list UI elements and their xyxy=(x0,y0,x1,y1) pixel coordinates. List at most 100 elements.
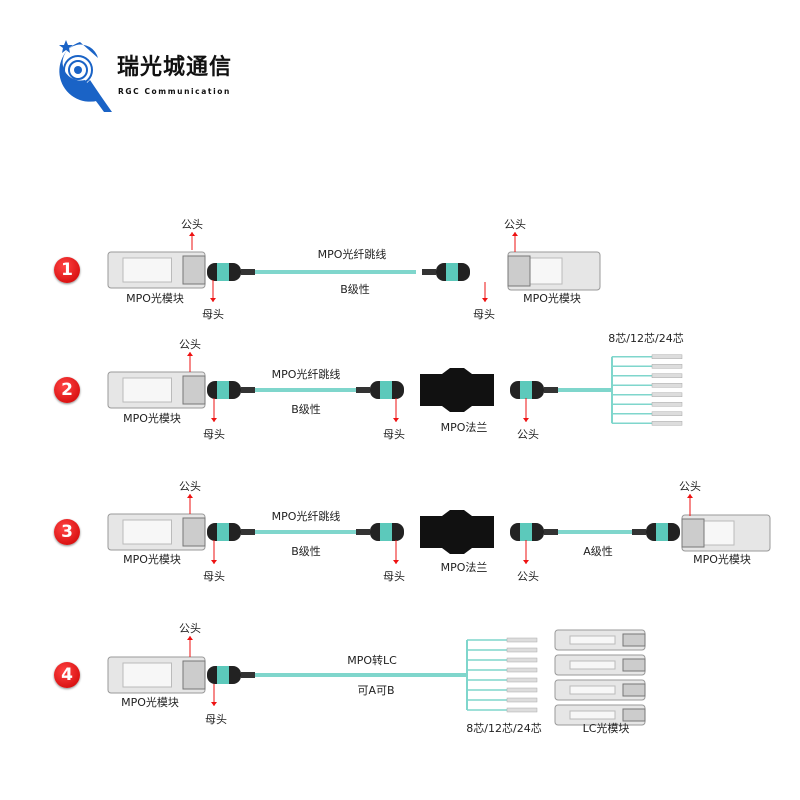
brand-name: 瑞光城通信 xyxy=(117,55,233,80)
connector-band xyxy=(217,381,229,399)
connector-band xyxy=(520,381,532,399)
connector-boot xyxy=(241,672,255,678)
polarity-label: B级性 xyxy=(291,403,321,416)
step-number-3: 3 xyxy=(54,519,80,545)
male-label: 公头 xyxy=(181,218,203,231)
arrow-head-icon xyxy=(210,298,216,302)
connector-band xyxy=(446,263,458,281)
female-label: 母头 xyxy=(473,308,495,321)
mpo-connector-icon xyxy=(422,263,470,281)
mpo-connector-icon xyxy=(510,523,558,541)
lc-connector-icon xyxy=(651,411,683,416)
fanout-label: 8芯/12芯/24芯 xyxy=(608,332,684,345)
polarity-label: A级性 xyxy=(583,545,613,558)
module-port xyxy=(182,375,206,405)
lc-connector-icon xyxy=(506,697,538,703)
connector-band xyxy=(520,523,532,541)
connector-band xyxy=(217,263,229,281)
male-label: 公头 xyxy=(517,570,539,583)
female-label: 母头 xyxy=(203,570,225,583)
lc-connector-icon xyxy=(651,421,683,426)
mpo-connector-icon xyxy=(207,263,255,281)
module-label-plate xyxy=(569,710,616,720)
mpo-connector-icon xyxy=(510,381,558,399)
lc-connector-icon xyxy=(506,707,538,713)
connector-boot xyxy=(241,387,255,393)
lc-module-label: LC光模块 xyxy=(582,722,630,735)
module-label-plate xyxy=(569,660,616,670)
module-port xyxy=(681,518,705,548)
polarity-label: 可A可B xyxy=(357,684,395,697)
female-label: 母头 xyxy=(383,570,405,583)
connector-boot xyxy=(356,529,370,535)
transceiver-module-icon xyxy=(554,679,646,701)
transceiver-module-icon xyxy=(554,704,646,726)
connector-boot xyxy=(544,529,558,535)
male-label: 公头 xyxy=(179,338,201,351)
connector-boot xyxy=(356,387,370,393)
mpo-connector-icon xyxy=(207,666,255,684)
female-label: 母头 xyxy=(202,308,224,321)
lc-connector-icon xyxy=(651,392,683,397)
lc-connector-icon xyxy=(651,364,683,369)
lc-connector-icon xyxy=(651,383,683,388)
module-port xyxy=(622,708,646,722)
lc-connector-icon xyxy=(651,354,683,359)
cable-label: MPO光纤跳线 xyxy=(317,248,387,261)
step-number-2: 2 xyxy=(54,377,80,403)
cable-label: MPO光纤跳线 xyxy=(271,510,341,523)
brand-subtitle: RGC Communication xyxy=(118,87,231,96)
connector-band xyxy=(380,523,392,541)
arrow-head-icon xyxy=(512,232,518,236)
connector-band xyxy=(656,523,668,541)
lc-connector-icon xyxy=(506,687,538,693)
connector-boot xyxy=(544,387,558,393)
arrow-head-icon xyxy=(687,494,693,498)
cable-label: MPO转LC xyxy=(347,654,397,667)
male-label: 公头 xyxy=(179,480,201,493)
module-label-plate xyxy=(122,519,172,545)
mpo-connector-icon xyxy=(356,523,404,541)
flange-label: MPO法兰 xyxy=(440,421,488,434)
mpo-connector-icon xyxy=(356,381,404,399)
male-label: 公头 xyxy=(517,428,539,441)
transceiver-module-icon xyxy=(554,629,646,651)
module-label-plate xyxy=(122,257,172,283)
module-label: MPO光模块 xyxy=(126,292,184,305)
arrow-head-icon xyxy=(187,494,193,498)
module-label: MPO光模块 xyxy=(523,292,581,305)
transceiver-module-icon xyxy=(507,251,601,291)
logo-icon xyxy=(59,40,112,112)
arrow-head-icon xyxy=(211,560,217,564)
module-label: MPO光模块 xyxy=(123,412,181,425)
connector-boot xyxy=(241,269,255,275)
module-label: MPO光模块 xyxy=(121,696,179,709)
arrow-head-icon xyxy=(523,560,529,564)
mpo-connector-icon xyxy=(632,523,680,541)
connector-band xyxy=(380,381,392,399)
cable-label: MPO光纤跳线 xyxy=(271,368,341,381)
connector-band xyxy=(217,523,229,541)
female-label: 母头 xyxy=(203,428,225,441)
polarity-label: B级性 xyxy=(291,545,321,558)
module-label: MPO光模块 xyxy=(693,553,751,566)
step-number-4: 4 xyxy=(54,662,80,688)
transceiver-module-icon xyxy=(107,251,206,289)
female-label: 母头 xyxy=(205,713,227,726)
lc-connector-icon xyxy=(506,647,538,653)
arrow-head-icon xyxy=(393,560,399,564)
female-label: 母头 xyxy=(383,428,405,441)
male-label: 公头 xyxy=(504,218,526,231)
lc-connector-icon xyxy=(651,373,683,378)
fanout-label: 8芯/12芯/24芯 xyxy=(466,722,542,735)
module-label-plate xyxy=(569,685,616,695)
arrow-head-icon xyxy=(523,418,529,422)
connector-boot xyxy=(241,529,255,535)
module-label-plate xyxy=(122,662,172,688)
connector-boot xyxy=(422,269,436,275)
arrow-head-icon xyxy=(187,636,193,640)
module-label-plate xyxy=(569,635,616,645)
module-label-plate xyxy=(122,377,172,403)
lc-connector-icon xyxy=(651,402,683,407)
